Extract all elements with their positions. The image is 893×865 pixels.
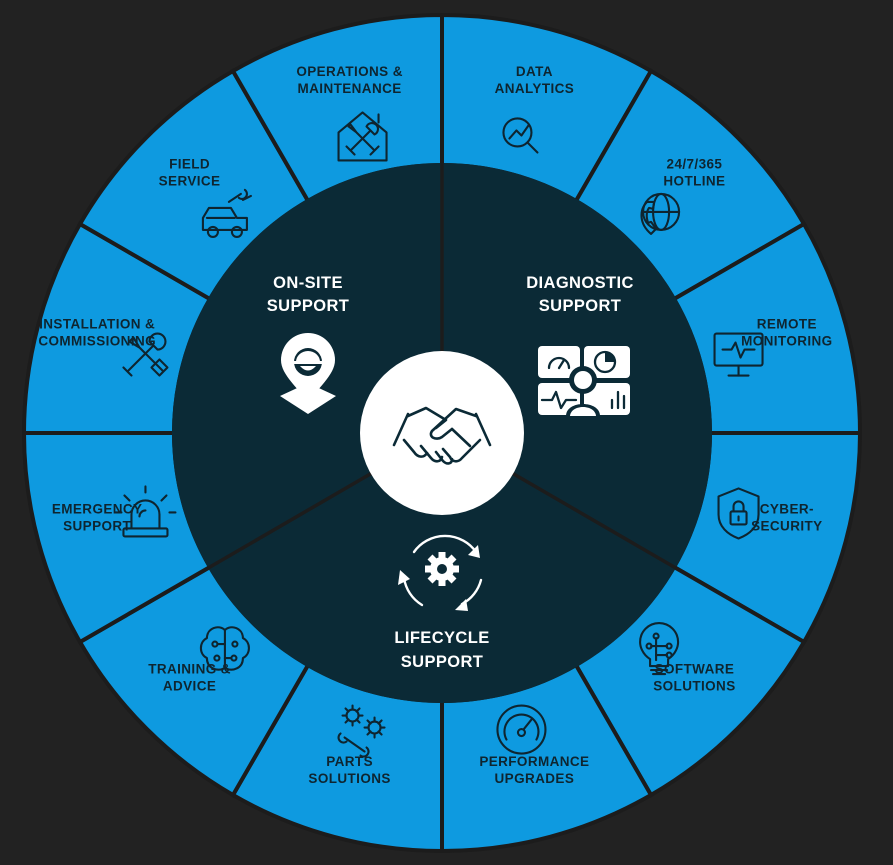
shield-lock-icon — [717, 487, 760, 540]
segment-label-training-advice-line2: ADVICE — [163, 678, 216, 693]
speedometer-icon — [496, 704, 547, 755]
segment-label-installation-commissioning-line2: COMMISSIONING — [38, 334, 156, 349]
segment-label-data-analytics-line1: DATA — [516, 64, 553, 79]
brain-circuit-icon — [199, 626, 250, 671]
core-section-lifecycle[interactable]: LIFECYCLE SUPPORT — [394, 534, 489, 671]
siren-icon — [114, 485, 177, 538]
gear-cycle-icon — [398, 534, 483, 611]
segment-label-software-solutions-line2: SOLUTIONS — [653, 678, 735, 693]
segment-label-emergency-support-line1: EMERGENCY — [52, 501, 143, 516]
house-tools-icon — [337, 111, 388, 162]
segment-label-installation-commissioning-line1: INSTALLATION & — [39, 317, 155, 332]
core-section-diagnostic[interactable]: DIAGNOSTIC SUPPORT — [526, 274, 634, 416]
dashboard-analytics-icon — [538, 346, 630, 416]
core-label-diagnostic-line2: SUPPORT — [539, 297, 622, 315]
core-dividers — [207, 163, 677, 570]
car-wrench-icon — [201, 188, 252, 238]
segment-label-emergency-support-line2: SUPPORT — [63, 518, 131, 533]
gears-wrench-icon — [337, 704, 386, 758]
segment-label-parts-solutions-line2: SOLUTIONS — [308, 771, 390, 786]
segment-label-remote-monitoring-line2: MONITORING — [741, 334, 833, 349]
segment-label-operations-maintenance-line1: OPERATIONS & — [296, 64, 403, 79]
chart-magnifier-icon — [502, 117, 539, 154]
segment-label-data-analytics-line2: ANALYTICS — [495, 81, 575, 96]
segment-label-field-service-line1: FIELD — [169, 157, 210, 172]
segment-label-operations-maintenance-line2: MAINTENANCE — [298, 81, 402, 96]
wrench-screwdriver-icon — [122, 332, 169, 377]
segment-label-performance-upgrades-line2: UPGRADES — [495, 771, 575, 786]
core-label-diagnostic-line1: DIAGNOSTIC — [526, 274, 634, 292]
segment-label-cyber-security-line2: SECURITY — [751, 518, 822, 533]
monitor-pulse-icon — [713, 332, 764, 377]
center-disc — [360, 351, 524, 515]
lightbulb-circuit-icon — [639, 622, 680, 676]
core-section-on-site[interactable]: ON-SITE SUPPORT — [267, 274, 350, 414]
handshake-icon — [392, 406, 492, 465]
location-pin-worker-icon — [280, 333, 336, 414]
segment-label-hotline-line1: 24/7/365 — [667, 157, 723, 172]
segment-label-parts-solutions-line1: PARTS — [326, 754, 373, 769]
segment-installation-commissioning[interactable]: INSTALLATION & COMMISSIONING — [21, 221, 213, 435]
segment-label-cyber-security-line1: CYBER- — [760, 501, 814, 516]
segment-label-field-service-line2: SERVICE — [159, 174, 221, 189]
globe-phone-icon — [640, 192, 681, 235]
core-label-on-site-line2: SUPPORT — [267, 297, 350, 315]
segment-label-remote-monitoring-line1: REMOTE — [757, 317, 817, 332]
segment-label-hotline-line2: HOTLINE — [663, 174, 725, 189]
core-label-on-site-line1: ON-SITE — [273, 274, 343, 292]
core-label-lifecycle-line2: SUPPORT — [401, 653, 484, 671]
segment-label-performance-upgrades-line1: PERFORMANCE — [479, 754, 589, 769]
core-label-lifecycle-line1: LIFECYCLE — [394, 629, 489, 647]
segment-label-software-solutions-line1: SOFTWARE — [655, 661, 735, 676]
